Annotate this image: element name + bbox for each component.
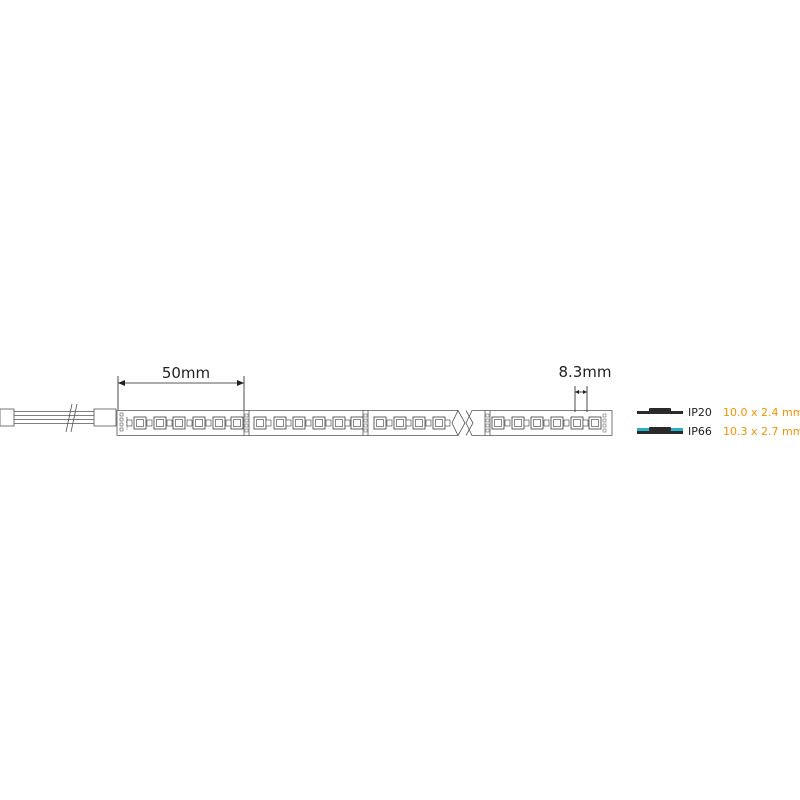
led-chip (511, 416, 525, 430)
ip20-profile-base (637, 411, 683, 414)
led-lens (175, 419, 183, 427)
led-chip (412, 416, 426, 430)
led-lens (353, 419, 361, 427)
led-pitch-label: 8.3mm (558, 363, 611, 381)
resistor (305, 419, 312, 427)
ip20-profile (637, 408, 683, 414)
resistor (504, 419, 511, 427)
lead-wires (0, 408, 117, 427)
resistor (582, 419, 589, 427)
led-chip (373, 416, 387, 430)
led-chip (393, 416, 407, 430)
resistor (166, 419, 173, 427)
led-chip (153, 416, 167, 430)
cut-marks (243, 410, 491, 436)
led-lens (156, 419, 164, 427)
ip66-profile (637, 427, 683, 434)
led-chip (230, 416, 244, 430)
led-lens (335, 419, 343, 427)
led-lens (553, 419, 561, 427)
wire-break-mark (65, 403, 78, 433)
led-chip (432, 416, 446, 430)
resistor (285, 419, 292, 427)
segment-length-dimension (117, 376, 245, 410)
resistor (325, 419, 332, 427)
led-lens (396, 419, 404, 427)
resistor (405, 419, 412, 427)
led-lens (573, 419, 581, 427)
led-lens (435, 419, 443, 427)
resistor (146, 419, 153, 427)
led-chip (332, 416, 346, 430)
resistor (205, 419, 212, 427)
led-chip (172, 416, 186, 430)
led-lens (533, 419, 541, 427)
resistor (563, 419, 570, 427)
led-chip (133, 416, 147, 430)
ip20-size-label: 10.0 x 2.4 mm (723, 406, 800, 419)
led-chip (312, 416, 326, 430)
resistor (225, 419, 232, 427)
led-lens (276, 419, 284, 427)
led-lens (591, 419, 599, 427)
start-solder-pads (119, 412, 124, 432)
segment-length-label: 50mm (162, 364, 210, 382)
ip66-rating-label: IP66 (688, 425, 712, 438)
cut-pads (244, 413, 607, 433)
led-chip (570, 416, 584, 430)
led-chips (126, 416, 602, 430)
led-chip (212, 416, 226, 430)
led-chip (550, 416, 564, 430)
resistor (523, 419, 530, 427)
strip-break-mark (457, 410, 474, 436)
ip66-profile-chip (649, 427, 671, 431)
led-lens (514, 419, 522, 427)
led-lens (215, 419, 223, 427)
resistor (444, 419, 451, 427)
led-chip (273, 416, 287, 430)
resistor (186, 419, 193, 427)
led-pitch-dimension (574, 386, 588, 412)
led-chip (491, 416, 505, 430)
led-chip (530, 416, 544, 430)
resistor (543, 419, 550, 427)
ip20-rating-label: IP20 (688, 406, 712, 419)
led-lens (494, 419, 502, 427)
resistor (425, 419, 432, 427)
resistor (126, 419, 133, 427)
ip66-size-label: 10.3 x 2.7 mm (723, 425, 800, 438)
led-lens (233, 419, 241, 427)
led-chip (253, 416, 267, 430)
led-chip (588, 416, 602, 430)
led-lens (295, 419, 303, 427)
resistor (386, 419, 393, 427)
led-lens (415, 419, 423, 427)
resistor (344, 419, 351, 427)
led-lens (136, 419, 144, 427)
ip20-profile-chip (649, 408, 671, 412)
resistor (265, 419, 272, 427)
led-lens (195, 419, 203, 427)
led-chip (192, 416, 206, 430)
led-chip (350, 416, 364, 430)
led-lens (315, 419, 323, 427)
ip66-profile-base (637, 431, 683, 434)
led-lens (376, 419, 384, 427)
led-chip (292, 416, 306, 430)
led-lens (256, 419, 264, 427)
